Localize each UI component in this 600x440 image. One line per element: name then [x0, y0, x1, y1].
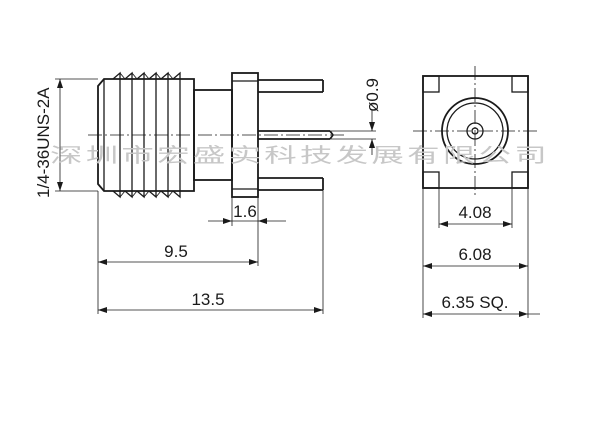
inner-width-label: 4.08: [458, 203, 491, 222]
center-pin: [258, 130, 334, 140]
thread-dimension: 1/4-36UNS-2A: [34, 78, 98, 198]
watermark-text: 深圳市宏盛实科技发展有限公司: [50, 143, 550, 167]
thread-label: 1/4-36UNS-2A: [34, 87, 53, 198]
pin-spacing-dimension: 6.08: [422, 188, 529, 318]
pin-diameter-dimension: ø0.9: [330, 78, 382, 155]
overall-length-dimension: 13.5: [98, 190, 324, 314]
flange-square-label: 6.35 SQ.: [441, 293, 508, 312]
body-length-label: 9.5: [164, 242, 188, 261]
flange-outline: [422, 75, 529, 189]
overall-length-label: 13.5: [191, 290, 224, 309]
pin-spacing-label: 6.08: [458, 245, 491, 264]
inner-width-dimension: 4.08: [438, 188, 513, 228]
body-length-dimension: 9.5: [97, 191, 259, 314]
mounting-legs: [258, 79, 324, 191]
corner-legs: [422, 75, 529, 189]
flange-width-label: 1.6: [233, 202, 257, 221]
pin-diameter-label: ø0.9: [363, 78, 382, 112]
side-view: 1/4-36UNS-2A ø0.9 1.6: [34, 71, 382, 314]
end-view: 4.08 6.08 6.35 SQ.: [413, 66, 540, 318]
flange-width-dimension: 1.6: [208, 197, 286, 226]
flange-square-dimension: 6.35 SQ.: [423, 293, 540, 317]
